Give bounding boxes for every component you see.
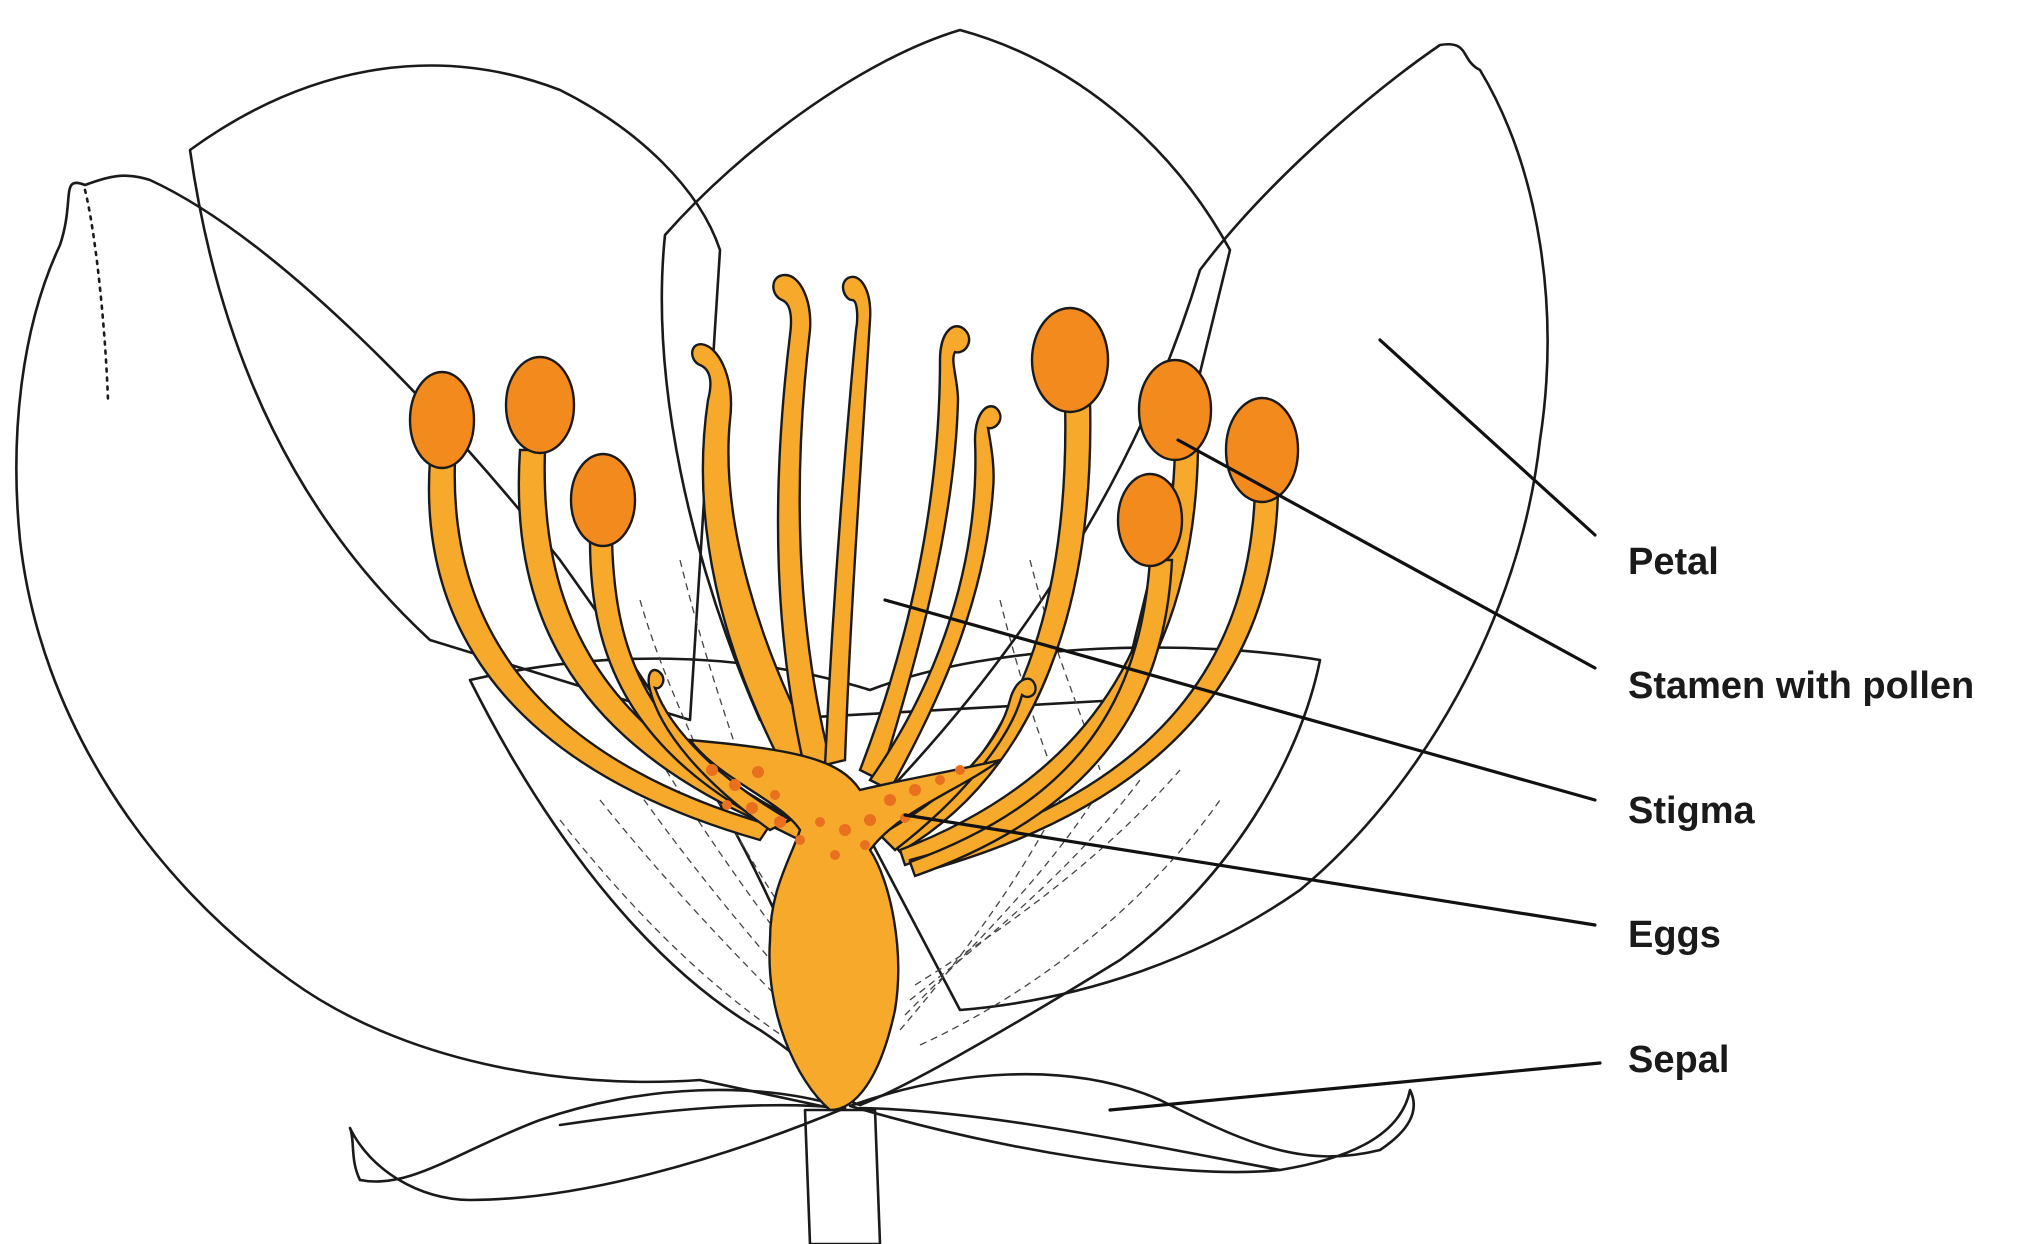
label-stigma: Stigma — [1628, 790, 1756, 832]
stem — [805, 1110, 880, 1244]
leader-sepal — [1110, 1063, 1600, 1110]
label-sepal: Sepal — [1628, 1039, 1729, 1081]
stem-and-sepals — [350, 1074, 1414, 1244]
labels: Petal Stamen with pollen Stigma Eggs Sep… — [1628, 541, 1974, 1081]
label-eggs: Eggs — [1628, 914, 1721, 956]
pistil — [649, 275, 1036, 1110]
petal-right — [860, 44, 1548, 1010]
label-petal: Petal — [1628, 541, 1719, 583]
stamen-right-3 — [910, 398, 1298, 874]
leader-petal — [1380, 340, 1595, 535]
label-stamen-with-pollen: Stamen with pollen — [1628, 665, 1974, 707]
